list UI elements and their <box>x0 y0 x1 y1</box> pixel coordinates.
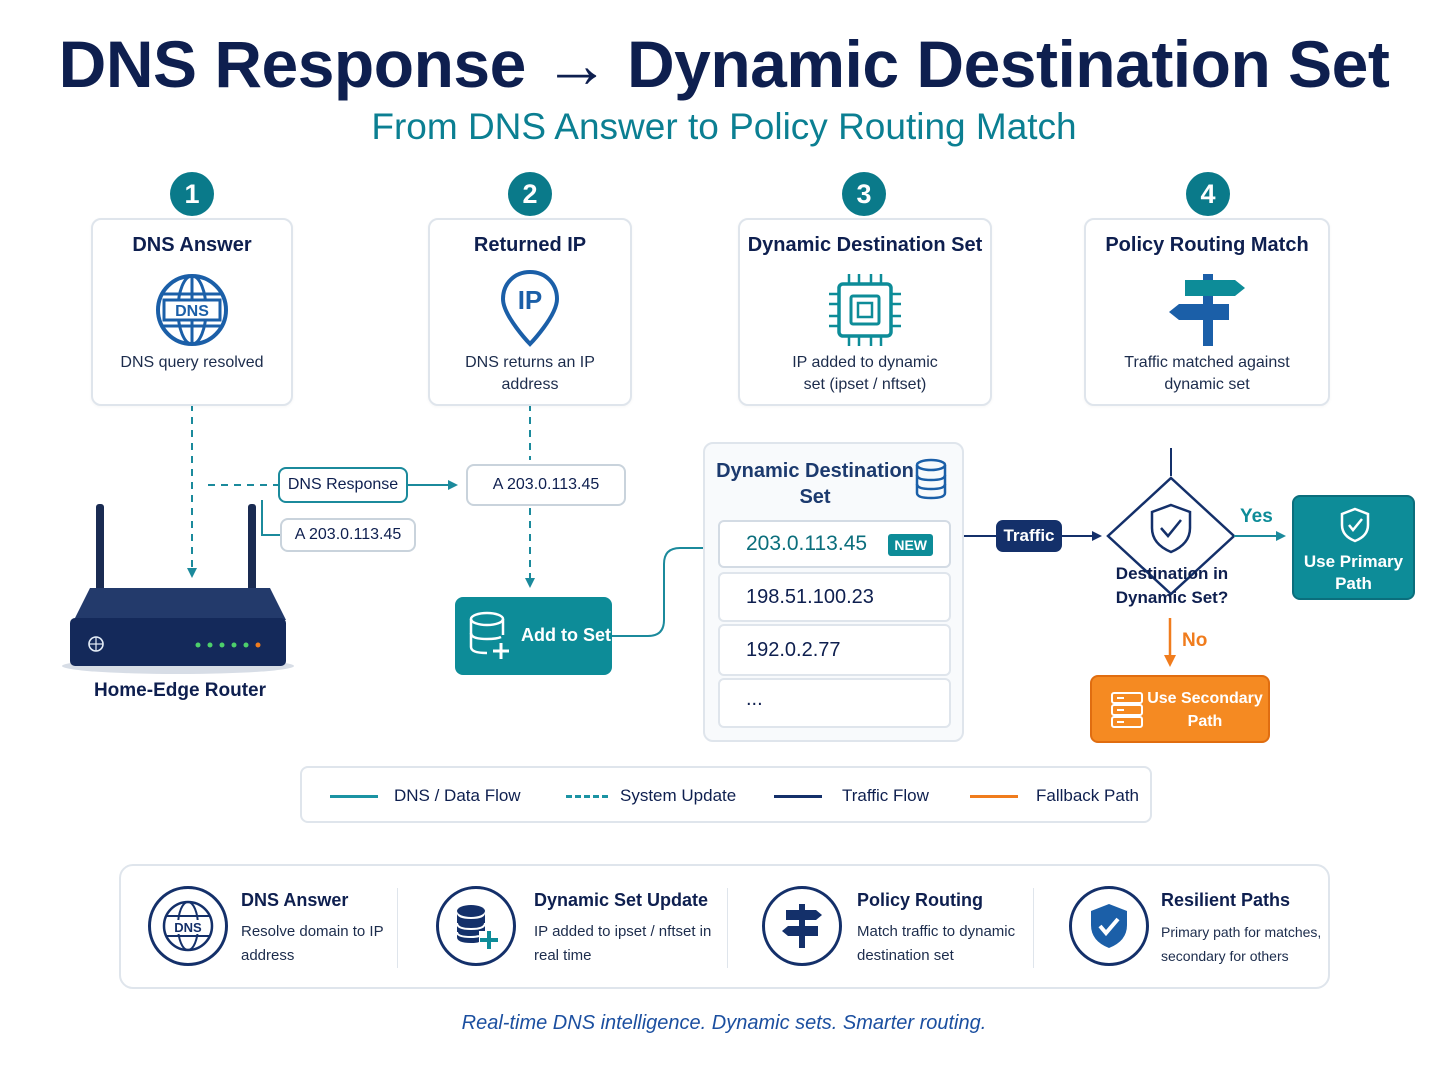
dynamic-set-title: Dynamic Destination Set <box>716 460 914 508</box>
feature-title: Resilient Paths <box>1161 890 1291 910</box>
step-number-1: 1 <box>170 172 214 216</box>
legend-swatch-dashed-teal <box>566 795 608 798</box>
set-entry: 192.0.2.77 <box>718 624 951 676</box>
primary-path-node: Use Primary Path <box>1292 495 1415 600</box>
page-subtitle: From DNS Answer to Policy Routing Match <box>371 106 1077 147</box>
new-badge: NEW <box>888 534 933 556</box>
a-record-pill: A 203.0.113.45 <box>280 518 416 552</box>
set-entry-value: 203.0.113.45 <box>746 532 868 555</box>
page-title: DNS Response → Dynamic Destination Set <box>58 27 1390 101</box>
feature-desc: Primary path for matches, secondary for … <box>1161 924 1322 964</box>
chip-icon <box>825 272 905 353</box>
feature-title: Dynamic Set Update <box>534 890 709 910</box>
legend-label: System Update <box>620 786 737 805</box>
step-desc: DNS returns an IP address <box>465 354 595 393</box>
step-title: DNS Answer <box>132 234 252 256</box>
server-icon <box>1110 691 1144 734</box>
legend-label: DNS / Data Flow <box>394 786 521 805</box>
a-record-box: A 203.0.113.45 <box>466 464 626 506</box>
legend-swatch-solid-teal <box>330 795 378 798</box>
shield-check-icon <box>1069 886 1149 966</box>
dns-flow-bracket <box>261 500 280 536</box>
feature-divider <box>397 888 398 968</box>
primary-path-label: Use Primary Path <box>1303 552 1404 593</box>
set-entry-new: 203.0.113.45 NEW <box>718 520 951 568</box>
legend-swatch-orange <box>970 795 1018 798</box>
feature-desc: IP added to ipset / nftset in real time <box>534 923 712 964</box>
step-desc: DNS query resolved <box>120 354 264 371</box>
step-desc: Traffic matched against dynamic set <box>1124 354 1290 393</box>
set-entry: ... <box>718 678 951 728</box>
decision-label: Destination in Dynamic Set? <box>1115 564 1229 607</box>
shield-check-icon <box>1340 507 1370 548</box>
step-title: Dynamic Destination Set <box>747 234 983 256</box>
step-card-policy-routing: Policy Routing Match Traffic matched aga… <box>1084 218 1330 406</box>
no-label: No <box>1182 630 1208 651</box>
set-entry-value: 198.51.100.23 <box>746 585 874 608</box>
step-number-3: 3 <box>842 172 886 216</box>
dns-globe-icon: DNS <box>148 886 228 966</box>
svg-text:DNS: DNS <box>175 303 209 320</box>
step-title: Policy Routing Match <box>1105 234 1309 256</box>
decision-diamond <box>1106 476 1236 596</box>
dns-flow-line <box>612 543 714 637</box>
feature-desc: Resolve domain to IP address <box>241 923 384 964</box>
step-desc: IP added to dynamic set (ipset / nftset) <box>792 354 938 393</box>
add-to-set-label: Add to Set <box>521 625 611 645</box>
dynamic-set-panel: Dynamic Destination Set 203.0.113.45 NEW… <box>703 442 964 742</box>
step-card-dns-answer: DNS Answer DNS DNS query resolved <box>91 218 293 406</box>
database-add-icon <box>436 886 516 966</box>
svg-text:DNS: DNS <box>174 920 202 935</box>
secondary-path-node: Use Secondary Path <box>1090 675 1270 743</box>
add-to-set-node: Add to Set <box>455 597 612 675</box>
feature-divider <box>727 888 728 968</box>
dns-response-pill: DNS Response <box>278 467 408 503</box>
step-number-2: 2 <box>508 172 552 216</box>
dns-globe-icon: DNS <box>154 272 230 353</box>
features-panel: DNS DNS Answer Resolve domain to IP addr… <box>119 864 1330 989</box>
traffic-pill: Traffic <box>996 520 1062 552</box>
step-card-returned-ip: Returned IP IP DNS returns an IP address <box>428 218 632 406</box>
step-card-dynamic-set: Dynamic Destination Set IP added to dyna… <box>738 218 992 406</box>
set-entry: 198.51.100.23 <box>718 572 951 622</box>
database-add-icon <box>467 611 511 666</box>
secondary-path-label: Use Secondary Path <box>1147 690 1263 730</box>
legend: DNS / Data Flow System Update Traffic Fl… <box>300 766 1152 823</box>
feature-desc: Match traffic to dynamic destination set <box>857 923 1016 964</box>
legend-swatch-navy <box>774 795 822 798</box>
feature-title: DNS Answer <box>241 890 349 910</box>
set-entry-value: ... <box>746 687 763 710</box>
tagline: Real-time DNS intelligence. Dynamic sets… <box>461 1012 987 1034</box>
feature-divider <box>1033 888 1034 968</box>
router-illustration <box>60 500 300 680</box>
svg-text:IP: IP <box>518 285 543 315</box>
yes-label: Yes <box>1240 506 1273 527</box>
step-number-4: 4 <box>1186 172 1230 216</box>
step-title: Returned IP <box>473 234 587 256</box>
signpost-icon <box>1163 270 1251 355</box>
database-icon <box>913 458 949 505</box>
legend-label: Traffic Flow <box>842 786 929 805</box>
ip-location-pin-icon: IP <box>499 268 561 353</box>
feature-title: Policy Routing <box>857 890 983 910</box>
set-entry-value: 192.0.2.77 <box>746 638 841 661</box>
router-label: Home-Edge Router <box>93 680 267 701</box>
signpost-icon <box>762 886 842 966</box>
shield-check-icon <box>1150 503 1192 554</box>
legend-label: Fallback Path <box>1036 786 1139 805</box>
